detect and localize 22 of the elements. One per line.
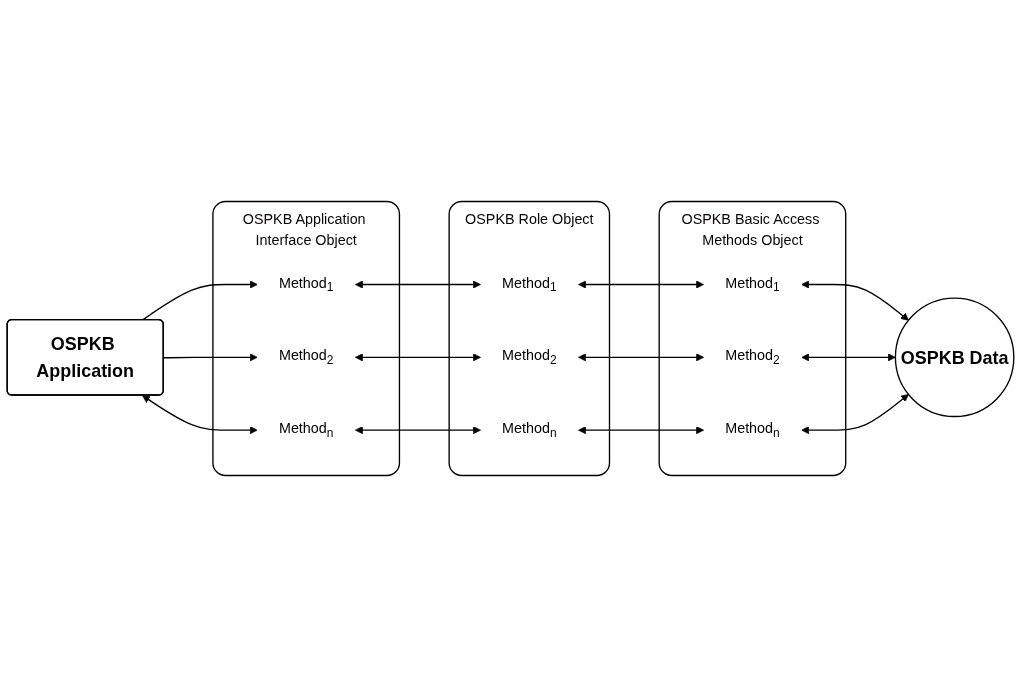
node-text: Method$_{2}$: [725, 347, 780, 367]
node-text: Method$_{n}$: [278, 420, 334, 440]
arrow: [578, 280, 705, 289]
arrow: [801, 394, 909, 435]
arrow: [142, 395, 258, 435]
node-text: Method$_{1}$: [725, 275, 780, 295]
node-circle: OSPKB Data: [894, 297, 1015, 418]
arrow: [354, 280, 481, 289]
arrow: [801, 280, 909, 321]
arrow: [578, 353, 705, 362]
arrow: [801, 353, 896, 362]
node-text: Method$_{1}$: [278, 275, 334, 295]
arrow: [354, 426, 481, 435]
node-text: Method$_{n}$: [502, 420, 557, 440]
arrow: [163, 353, 258, 362]
node-text: Method$_{n}$: [725, 420, 780, 440]
node-text: Method$_{2}$: [278, 347, 334, 367]
arrow: [354, 353, 481, 362]
node-text: Method$_{1}$: [502, 275, 557, 295]
arrow: [578, 426, 705, 435]
arrow: [141, 280, 258, 321]
node-text: Method$_{2}$: [502, 347, 557, 367]
